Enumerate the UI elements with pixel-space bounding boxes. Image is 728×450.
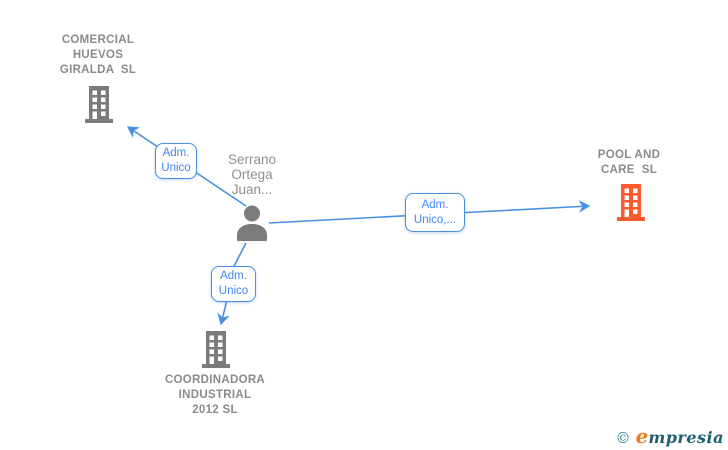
person-icon[interactable] (235, 204, 269, 246)
empresia-logo[interactable]: © empresia (615, 424, 724, 448)
building-icon[interactable] (201, 331, 231, 373)
logo-first-letter: e (635, 424, 649, 448)
relation-label-adm-unico-bottom[interactable]: Adm. Unico (211, 266, 256, 302)
company-name-coordinadora-industrial[interactable]: COORDINADORA INDUSTRIAL 2012 SL (164, 374, 266, 416)
company-name-pool-and-care[interactable]: POOL AND CARE SL (597, 149, 661, 176)
relation-label-adm-unico-right[interactable]: Adm. Unico,... (405, 193, 465, 232)
building-icon[interactable] (84, 86, 114, 128)
person-name-serrano-ortega-juan[interactable]: Serrano Ortega Juan... (227, 152, 277, 197)
building-icon[interactable] (616, 184, 646, 226)
logo-text: mpresia (648, 428, 724, 447)
relation-label-text: Adm. Unico,... (413, 198, 457, 226)
relation-label-adm-unico-top-left[interactable]: Adm. Unico (155, 143, 197, 179)
copyright-icon: © (615, 429, 631, 447)
company-name-comercial-huevos-giralda[interactable]: COMERCIAL HUEVOS GIRALDA SL (59, 34, 137, 76)
relation-label-text: Adm. Unico (218, 270, 249, 297)
relation-label-text: Adm. Unico (161, 147, 191, 174)
